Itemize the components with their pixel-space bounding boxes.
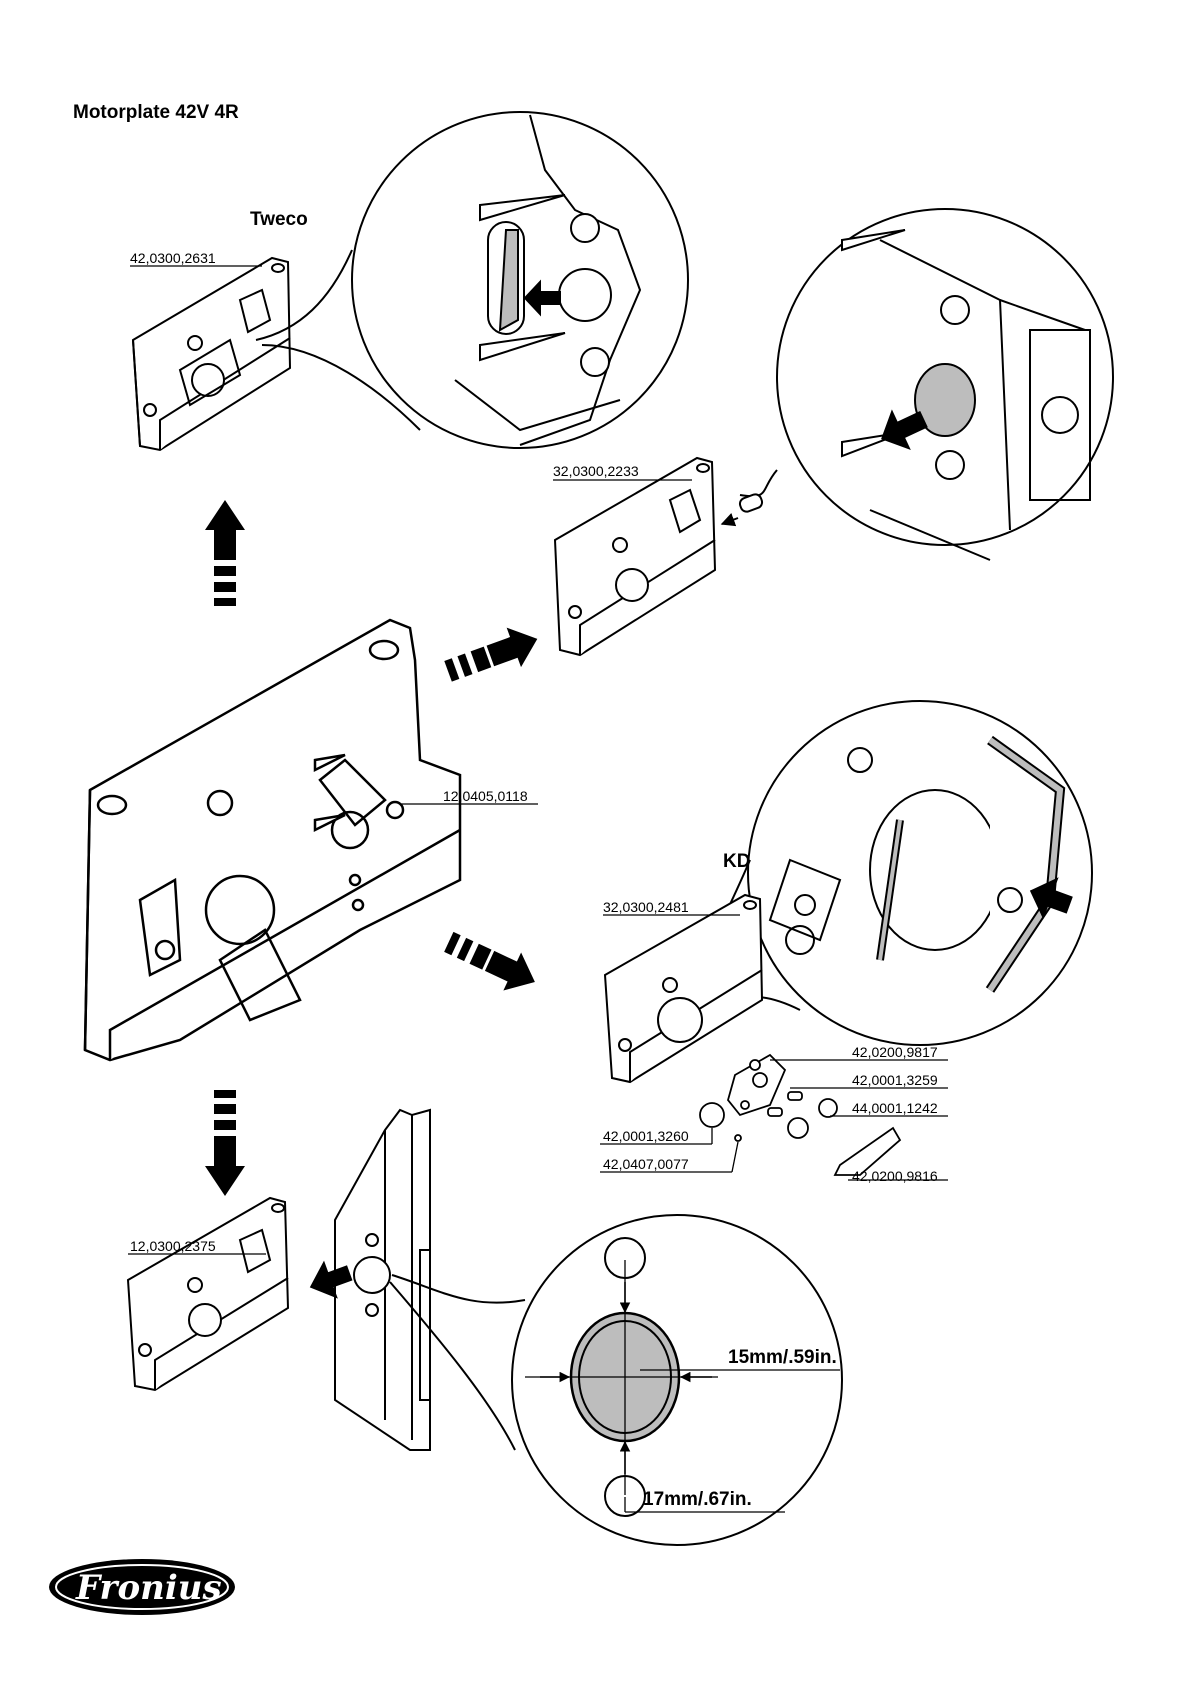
part-number-insert-plate: 32,0300,2233: [553, 464, 639, 478]
side-view-block: [305, 1110, 430, 1450]
part-number-circlip: 42,0407,0077: [603, 1157, 689, 1171]
arrow-down: [205, 1090, 245, 1196]
magnifier-hole-dimensions: [390, 1215, 842, 1545]
part-number-kd-plate: 32,0300,2481: [603, 900, 689, 914]
main-plate-illustration: [85, 620, 460, 1060]
dimension-width: 15mm/.59in.: [728, 1348, 837, 1367]
part-number-gear-small: 42,0001,3260: [603, 1129, 689, 1143]
kd-plate-illustration: [605, 895, 762, 1082]
variant-label-kd: KD: [723, 852, 750, 871]
insert-plate-illustration: [555, 458, 764, 655]
part-number-guide: 42,0200,9816: [852, 1169, 938, 1183]
dimension-height: 17mm/.67in.: [643, 1490, 752, 1509]
part-number-tweco-plate: 42,0300,2631: [130, 251, 216, 265]
part-number-screw: 42,0001,3259: [852, 1073, 938, 1087]
part-number-bracket: 42,0200,9817: [852, 1045, 938, 1059]
part-number-gear-large: 44,0001,1242: [852, 1101, 938, 1115]
magnifier-tweco-slot: [256, 112, 688, 448]
tweco-plate-illustration: [133, 258, 290, 450]
arrow-right-lower: [440, 923, 544, 1001]
arrow-right-upper: [441, 619, 545, 691]
magnifier-insert-plate: [740, 209, 1113, 560]
variant-label-tweco: Tweco: [250, 210, 308, 229]
part-number-bottom-plate: 12,0300,2375: [130, 1239, 216, 1253]
arrow-up: [205, 500, 245, 606]
bottom-plate-illustration: [128, 1198, 288, 1390]
fronius-logo-wordmark: Fronius: [76, 1568, 222, 1608]
part-number-main-plate: 12,0405,0118: [443, 789, 528, 803]
